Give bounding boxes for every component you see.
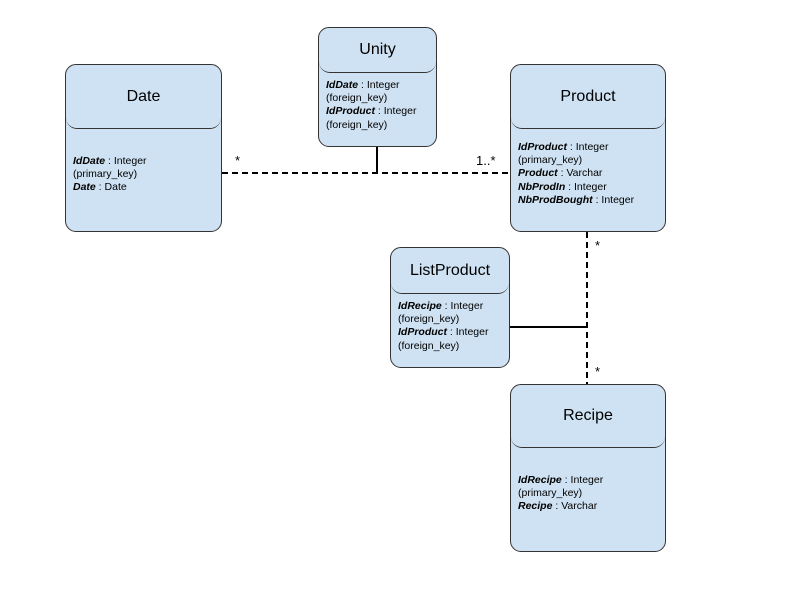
- attribute-row: IdProduct : Integer: [398, 326, 503, 339]
- attribute-type: Integer: [575, 141, 609, 153]
- class-listproduct-attributes: IdRecipe : Integer(foreign_key)IdProduct…: [391, 294, 509, 353]
- attribute-type: Integer: [455, 326, 489, 339]
- attribute-row: Recipe : Varchar: [518, 500, 659, 513]
- attribute-row: (foreign_key): [326, 119, 430, 132]
- attribute-type: (primary_key): [518, 487, 583, 500]
- attribute-separator: :: [592, 193, 602, 206]
- attribute-type: (primary_key): [518, 154, 583, 167]
- attribute-row: (primary_key): [518, 154, 659, 167]
- attribute-type: Integer: [570, 474, 604, 486]
- attribute-separator: :: [447, 326, 456, 339]
- attribute-name: IdProduct: [326, 105, 375, 118]
- attribute-type: Date: [104, 181, 127, 194]
- attribute-type: (foreign_key): [398, 313, 460, 326]
- attribute-name: IdProduct: [518, 141, 567, 153]
- attribute-type: (foreign_key): [326, 118, 388, 131]
- attribute-row: (foreign_key): [326, 92, 430, 105]
- attribute-row: NbProdBought : Integer: [518, 194, 659, 207]
- attribute-row: (foreign_key): [398, 313, 503, 326]
- attribute-name: IdRecipe: [518, 474, 562, 486]
- attribute-separator: :: [441, 300, 451, 312]
- attribute-name: Product: [518, 167, 558, 180]
- attribute-separator: :: [557, 167, 567, 180]
- attribute-name: Recipe: [518, 500, 553, 513]
- class-unity-header: Unity: [319, 28, 436, 73]
- attribute-row: IdDate : Integer: [326, 79, 430, 92]
- class-date[interactable]: Date IdDate : Integer(primary_key)Date :…: [65, 64, 222, 232]
- attribute-type: Integer: [383, 105, 417, 118]
- attribute-type: Integer: [574, 180, 607, 193]
- attribute-type: Varchar: [566, 167, 603, 180]
- multiplicity-date-unity: *: [235, 153, 241, 168]
- class-product-header: Product: [511, 65, 665, 129]
- attribute-separator: :: [561, 474, 571, 486]
- attribute-row: IdProduct : Integer: [326, 105, 430, 118]
- attribute-type: Integer: [113, 155, 147, 167]
- attribute-row: IdDate : Integer: [73, 155, 215, 168]
- attribute-type: Integer: [366, 79, 400, 91]
- attribute-row: (primary_key): [73, 168, 215, 181]
- class-product-name: Product: [560, 87, 616, 105]
- attribute-type: Varchar: [561, 500, 598, 513]
- attribute-name: IdDate: [73, 155, 106, 167]
- attribute-row: (primary_key): [518, 487, 659, 500]
- class-listproduct[interactable]: ListProduct IdRecipe : Integer(foreign_k…: [390, 247, 510, 368]
- attribute-type: (foreign_key): [398, 339, 460, 352]
- class-recipe-name: Recipe: [563, 407, 613, 424]
- attribute-row: NbProdIn : Integer: [518, 181, 659, 194]
- multiplicity-product-recipe-top: *: [595, 238, 601, 253]
- class-product[interactable]: Product IdProduct : Integer(primary_key)…: [510, 64, 666, 232]
- attribute-row: IdProduct : Integer: [518, 141, 659, 154]
- attribute-separator: :: [565, 180, 575, 193]
- multiplicity-product-unity: 1..*: [476, 153, 496, 168]
- attribute-row: (foreign_key): [398, 340, 503, 353]
- attribute-separator: :: [375, 105, 384, 118]
- class-listproduct-header: ListProduct: [391, 248, 509, 294]
- class-date-name: Date: [126, 87, 161, 105]
- class-unity-name: Unity: [359, 41, 396, 58]
- attribute-row: Date : Date: [73, 181, 215, 194]
- class-recipe-attributes: IdRecipe : Integer(primary_key)Recipe : …: [511, 448, 665, 514]
- attribute-type: (primary_key): [73, 168, 138, 181]
- attribute-row: Product : Varchar: [518, 167, 659, 180]
- attribute-type: Integer: [601, 193, 635, 206]
- attribute-name: IdDate: [326, 79, 359, 91]
- class-recipe-header: Recipe: [511, 385, 665, 448]
- attribute-separator: :: [105, 155, 114, 167]
- class-date-attributes: IdDate : Integer(primary_key)Date : Date: [66, 129, 221, 195]
- multiplicity-product-recipe-bottom: *: [595, 364, 601, 379]
- attribute-type: (foreign_key): [326, 92, 388, 105]
- attribute-row: IdRecipe : Integer: [518, 474, 659, 487]
- class-unity[interactable]: Unity IdDate : Integer(foreign_key)IdPro…: [318, 27, 437, 147]
- attribute-separator: :: [567, 141, 576, 153]
- attribute-row: IdRecipe : Integer: [398, 300, 503, 313]
- class-unity-attributes: IdDate : Integer(foreign_key)IdProduct :…: [319, 73, 436, 132]
- attribute-separator: :: [552, 500, 562, 513]
- attribute-separator: :: [358, 79, 367, 91]
- class-date-header: Date: [66, 65, 221, 129]
- attribute-name: NbProdBought: [518, 193, 593, 206]
- attribute-type: Integer: [450, 300, 484, 312]
- attribute-separator: :: [95, 181, 105, 194]
- class-product-attributes: IdProduct : Integer(primary_key)Product …: [511, 129, 665, 207]
- attribute-name: IdRecipe: [398, 300, 442, 312]
- class-listproduct-name: ListProduct: [409, 261, 491, 279]
- class-recipe[interactable]: Recipe IdRecipe : Integer(primary_key)Re…: [510, 384, 666, 552]
- attribute-name: NbProdIn: [518, 180, 566, 193]
- attribute-name: IdProduct: [398, 326, 447, 339]
- attribute-name: Date: [73, 181, 96, 194]
